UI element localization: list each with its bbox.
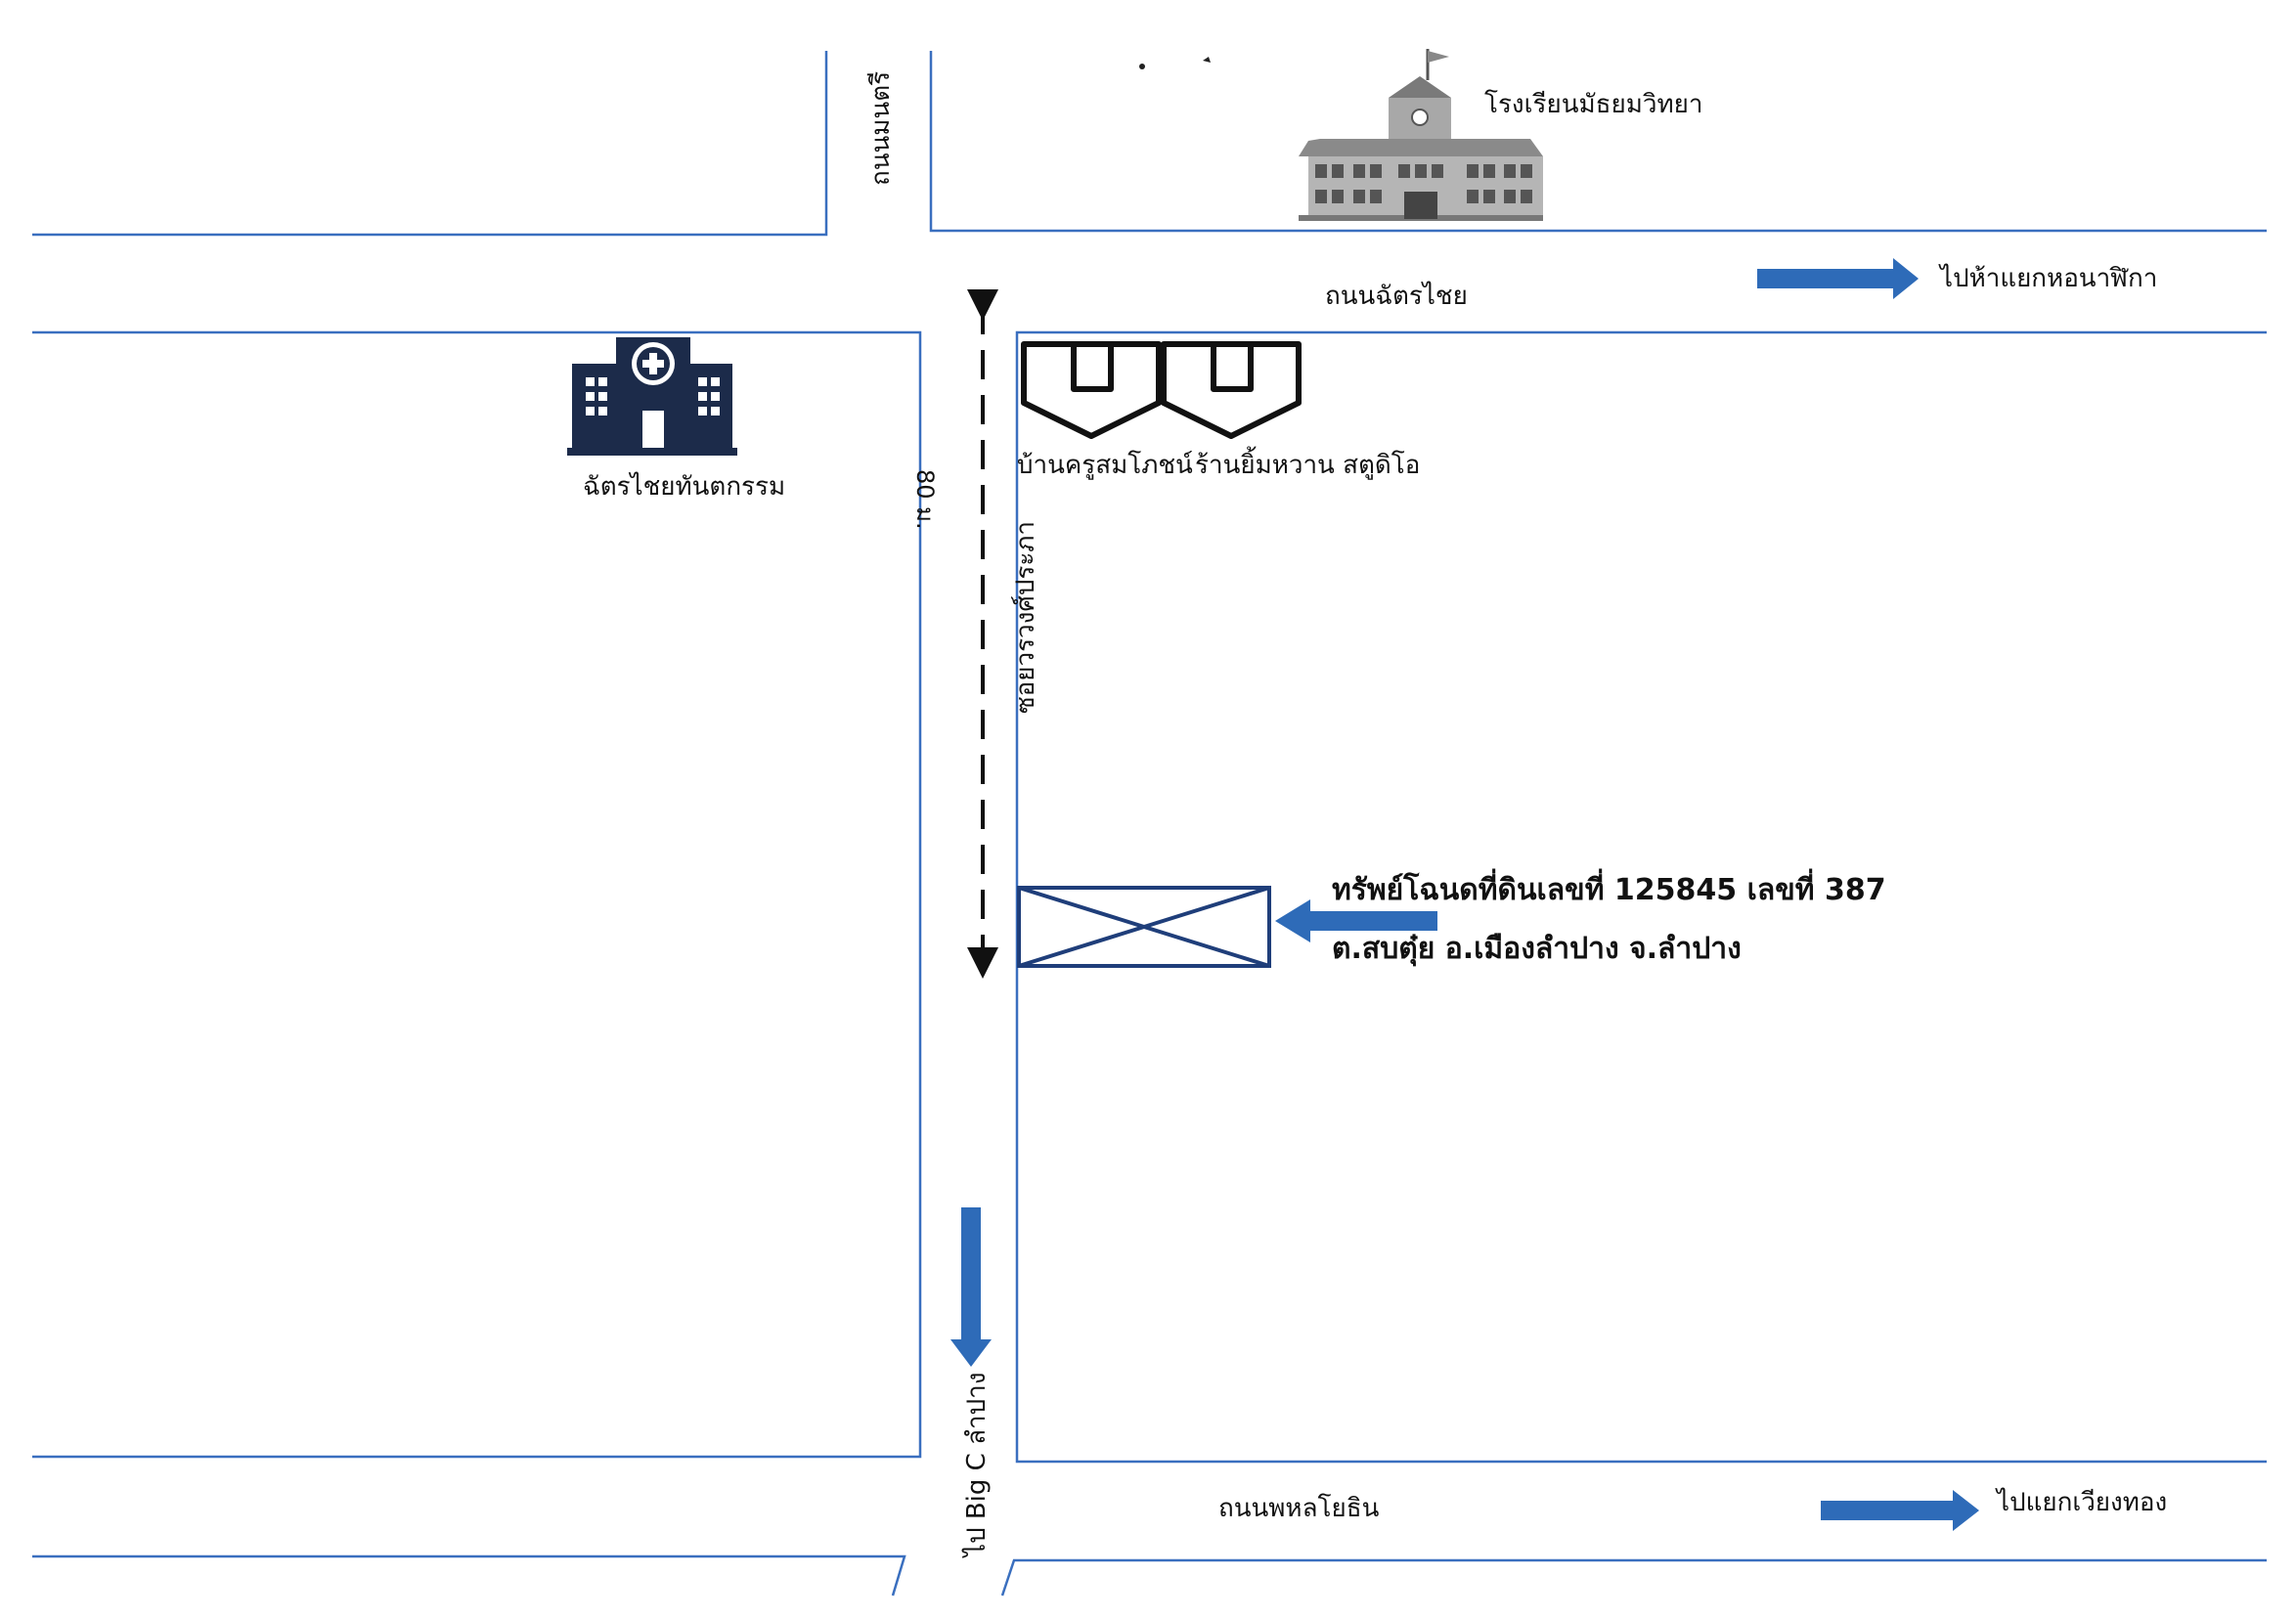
school-icon bbox=[1299, 49, 1543, 221]
direction-wiang-thong: ไปแยกเวียงทอง bbox=[1997, 1488, 2168, 1517]
arrow-to-big-c bbox=[950, 1207, 992, 1367]
arrow-to-wiang-thong bbox=[1821, 1490, 1979, 1531]
road-label-phahonyothin: ถนนพหลโยธิน bbox=[1218, 1494, 1380, 1523]
house-label: บ้านครูสมโภชน์ bbox=[1017, 451, 1193, 480]
house-icon bbox=[1021, 341, 1162, 439]
school-label: โรงเรียนมัธยมวิทยา bbox=[1484, 90, 1703, 119]
direction-big-c: ไป Big C ลำปาง bbox=[962, 1372, 992, 1556]
property-line-1: ทรัพย์โฉนดที่ดินเลขที่ 125845 เลขที่ 387 bbox=[1332, 873, 1886, 907]
road-lines bbox=[32, 51, 2267, 1597]
road-label-soi: ซอยวรวงศ์ประภา bbox=[1011, 520, 1040, 714]
distance-label: 80 ม. bbox=[911, 469, 939, 530]
property-marker bbox=[1017, 886, 1271, 968]
arrow-to-hor-nalika bbox=[1757, 258, 1919, 299]
arrow-to-property bbox=[1275, 899, 1437, 942]
specks bbox=[1139, 57, 1211, 69]
shop-icon bbox=[1161, 341, 1302, 439]
hospital-icon bbox=[567, 337, 737, 456]
shop-label: ร้านยิ้มหวาน สตูดิโอ bbox=[1195, 451, 1421, 480]
hospital-label: ฉัตรไชยทันตกรรม bbox=[583, 472, 786, 502]
road-label-chattrachai: ถนนฉัตรไชย bbox=[1325, 282, 1468, 311]
direction-hor-nalika: ไปห้าแยกหอนาฬิกา bbox=[1940, 264, 2158, 293]
property-line-2: ต.สบตุ๋ย อ.เมืองลำปาง จ.ลำปาง bbox=[1332, 932, 1742, 966]
road-label-manmontri: ถนนมนตรี bbox=[866, 70, 896, 186]
